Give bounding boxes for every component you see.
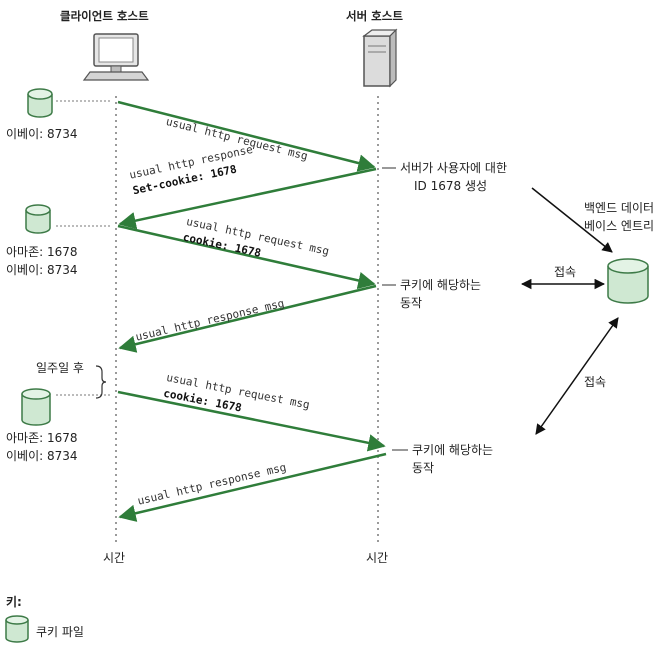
server-time-label: 시간 xyxy=(366,551,389,565)
arrow-request-1 xyxy=(117,100,376,172)
cookie-file-3-amazon: 아마존: 1678 xyxy=(6,431,78,445)
cookie-file-2-amazon: 아마존: 1678 xyxy=(6,245,78,259)
key-cookie-file-label: 쿠키 파일 xyxy=(36,625,84,639)
server-note-2-line1: 쿠키에 해당하는 xyxy=(400,278,482,292)
arrow-response-2 xyxy=(118,284,377,353)
key-cookie-file-icon xyxy=(5,615,29,643)
server-note-2-line2: 동작 xyxy=(400,296,423,310)
server-note-1-line2: ID 1678 생성 xyxy=(414,179,488,193)
arrow-response-3 xyxy=(118,452,387,522)
server-tower-icon xyxy=(362,28,398,88)
server-note-3-line1: 쿠키에 해당하는 xyxy=(412,443,494,457)
access-label-1: 접속 xyxy=(554,265,577,279)
backend-label-line1: 백엔드 데이터 xyxy=(584,201,655,215)
backend-label-line2: 베이스 엔트리 xyxy=(584,219,655,233)
key-title: 키: xyxy=(6,595,22,609)
server-host-label: 서버 호스트 xyxy=(346,9,403,23)
cookie-file-1-icon xyxy=(27,88,53,118)
client-host-label: 클라이언트 호스트 xyxy=(60,9,149,23)
server-note-1-line1: 서버가 사용자에 대한 xyxy=(400,161,507,175)
cookie-file-2-ebay: 이베이: 8734 xyxy=(6,263,78,277)
server-note-3-line2: 동작 xyxy=(412,461,435,475)
arrow-request-2 xyxy=(117,224,376,290)
backend-database-icon xyxy=(607,258,649,304)
cookie-file-3-icon xyxy=(21,388,51,426)
access-label-2: 접속 xyxy=(584,375,607,389)
arrow-note-to-backend xyxy=(531,187,613,253)
cookie-file-3-ebay: 이베이: 8734 xyxy=(6,449,78,463)
one-week-later-label: 일주일 후 xyxy=(36,361,84,375)
cookie-file-2-icon xyxy=(25,204,51,234)
cookie-file-1-ebay: 이베이: 8734 xyxy=(6,127,78,141)
one-week-bracket xyxy=(95,365,107,399)
arrow-access-2 xyxy=(535,317,619,435)
arrow-response-1 xyxy=(118,167,377,230)
client-computer-icon xyxy=(82,33,150,81)
arrow-request-3 xyxy=(117,390,386,452)
client-time-label: 시간 xyxy=(103,551,126,565)
